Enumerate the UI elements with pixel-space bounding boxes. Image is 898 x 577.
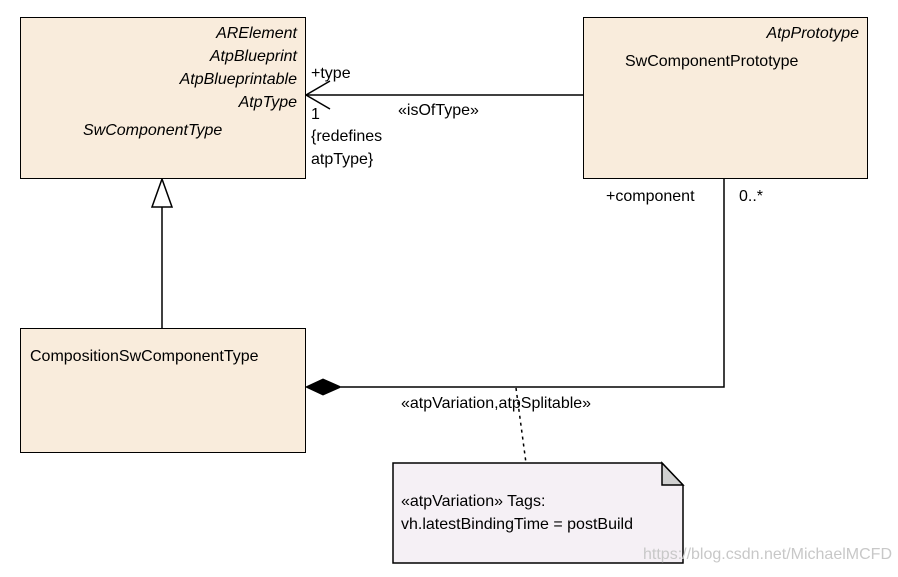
role-type-label: +type bbox=[311, 65, 351, 82]
is-of-type-arrowhead bbox=[304, 80, 331, 110]
constraint-line1-label: {redefines bbox=[311, 128, 383, 145]
class-sw-component-type: ARElement AtpBlueprint AtpBlueprintable … bbox=[20, 17, 306, 179]
stereotype-arelement: ARElement bbox=[216, 25, 297, 42]
note-line-2: vh.latestBindingTime = postBuild bbox=[401, 516, 633, 533]
multiplicity-component-label: 0..* bbox=[739, 188, 764, 205]
generalization-arrowhead bbox=[150, 176, 174, 208]
note-line-1: «atpVariation» Tags: bbox=[401, 493, 546, 510]
is-of-type-stereotype-label: «isOfType» bbox=[398, 102, 479, 119]
class-name-sw-component-type: SwComponentType bbox=[83, 122, 223, 139]
composition-diamond bbox=[304, 378, 343, 396]
role-component-label: +component bbox=[606, 188, 695, 205]
class-composition-sw-component-type: CompositionSwComponentType bbox=[20, 328, 306, 453]
composition-line bbox=[341, 178, 725, 388]
note-shape bbox=[392, 462, 684, 564]
composition-stereotype-label: «atpVariation,atpSplitable» bbox=[401, 395, 592, 412]
stereotype-atptype: AtpType bbox=[238, 94, 297, 111]
stereotype-atpblueprintable: AtpBlueprintable bbox=[179, 71, 297, 88]
multiplicity-type-label: 1 bbox=[311, 106, 320, 123]
stereotype-atpblueprint: AtpBlueprint bbox=[209, 48, 297, 65]
stereotype-atpprototype: AtpPrototype bbox=[766, 25, 860, 42]
watermark-text: https://blog.csdn.net/MichaelMCFD bbox=[643, 546, 892, 563]
class-name-sw-component-prototype: SwComponentPrototype bbox=[625, 53, 799, 70]
note-fold bbox=[661, 461, 685, 486]
constraint-line2-label: atpType} bbox=[311, 151, 374, 168]
class-name-composition: CompositionSwComponentType bbox=[30, 348, 259, 365]
note-anchor-line bbox=[515, 387, 527, 464]
class-sw-component-prototype: AtpPrototype SwComponentPrototype bbox=[583, 17, 868, 179]
